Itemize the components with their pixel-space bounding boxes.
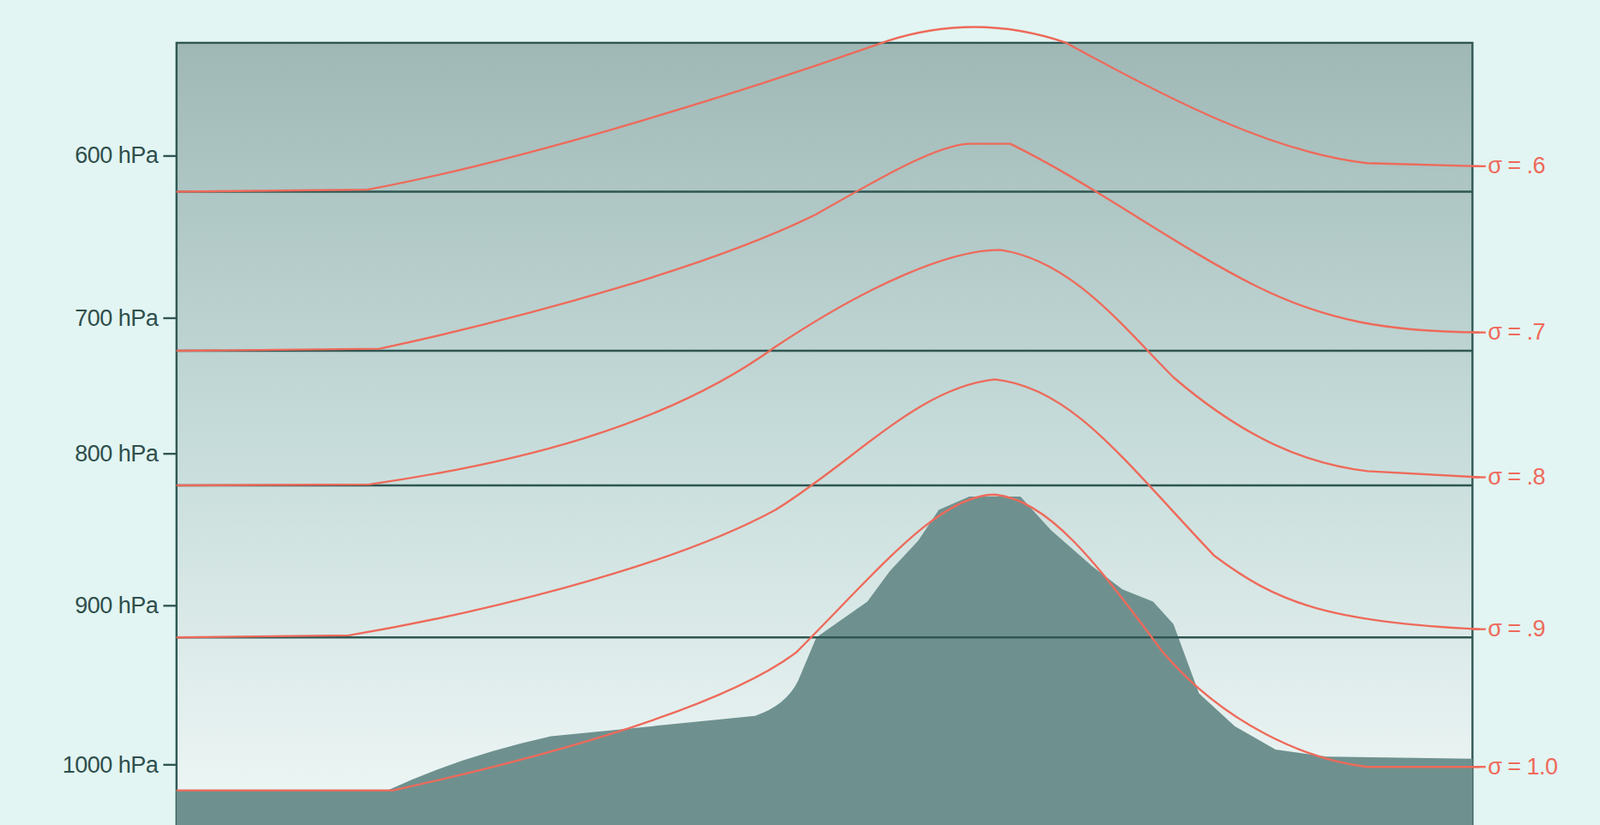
pressure-label: 700 hPa [74,307,158,331]
sigma-label: σ = .7 [1487,320,1546,345]
plot-frame [176,42,1474,825]
sigma-surfaces [176,26,1486,791]
pressure-label: 800 hPa [74,442,158,466]
sigma-label: σ = .9 [1487,617,1546,641]
pressure-label: 600 hPa [74,144,158,168]
mountain-terrain [176,496,1474,825]
sigma-label: σ = .8 [1487,465,1546,490]
sigma-label: σ = 1.0 [1487,755,1558,779]
pressure-label: 900 hPa [74,594,158,618]
pressure-levels [163,156,1473,766]
pressure-label: 1000 hPa [62,754,159,778]
sigma-label: σ = .6 [1487,154,1546,178]
